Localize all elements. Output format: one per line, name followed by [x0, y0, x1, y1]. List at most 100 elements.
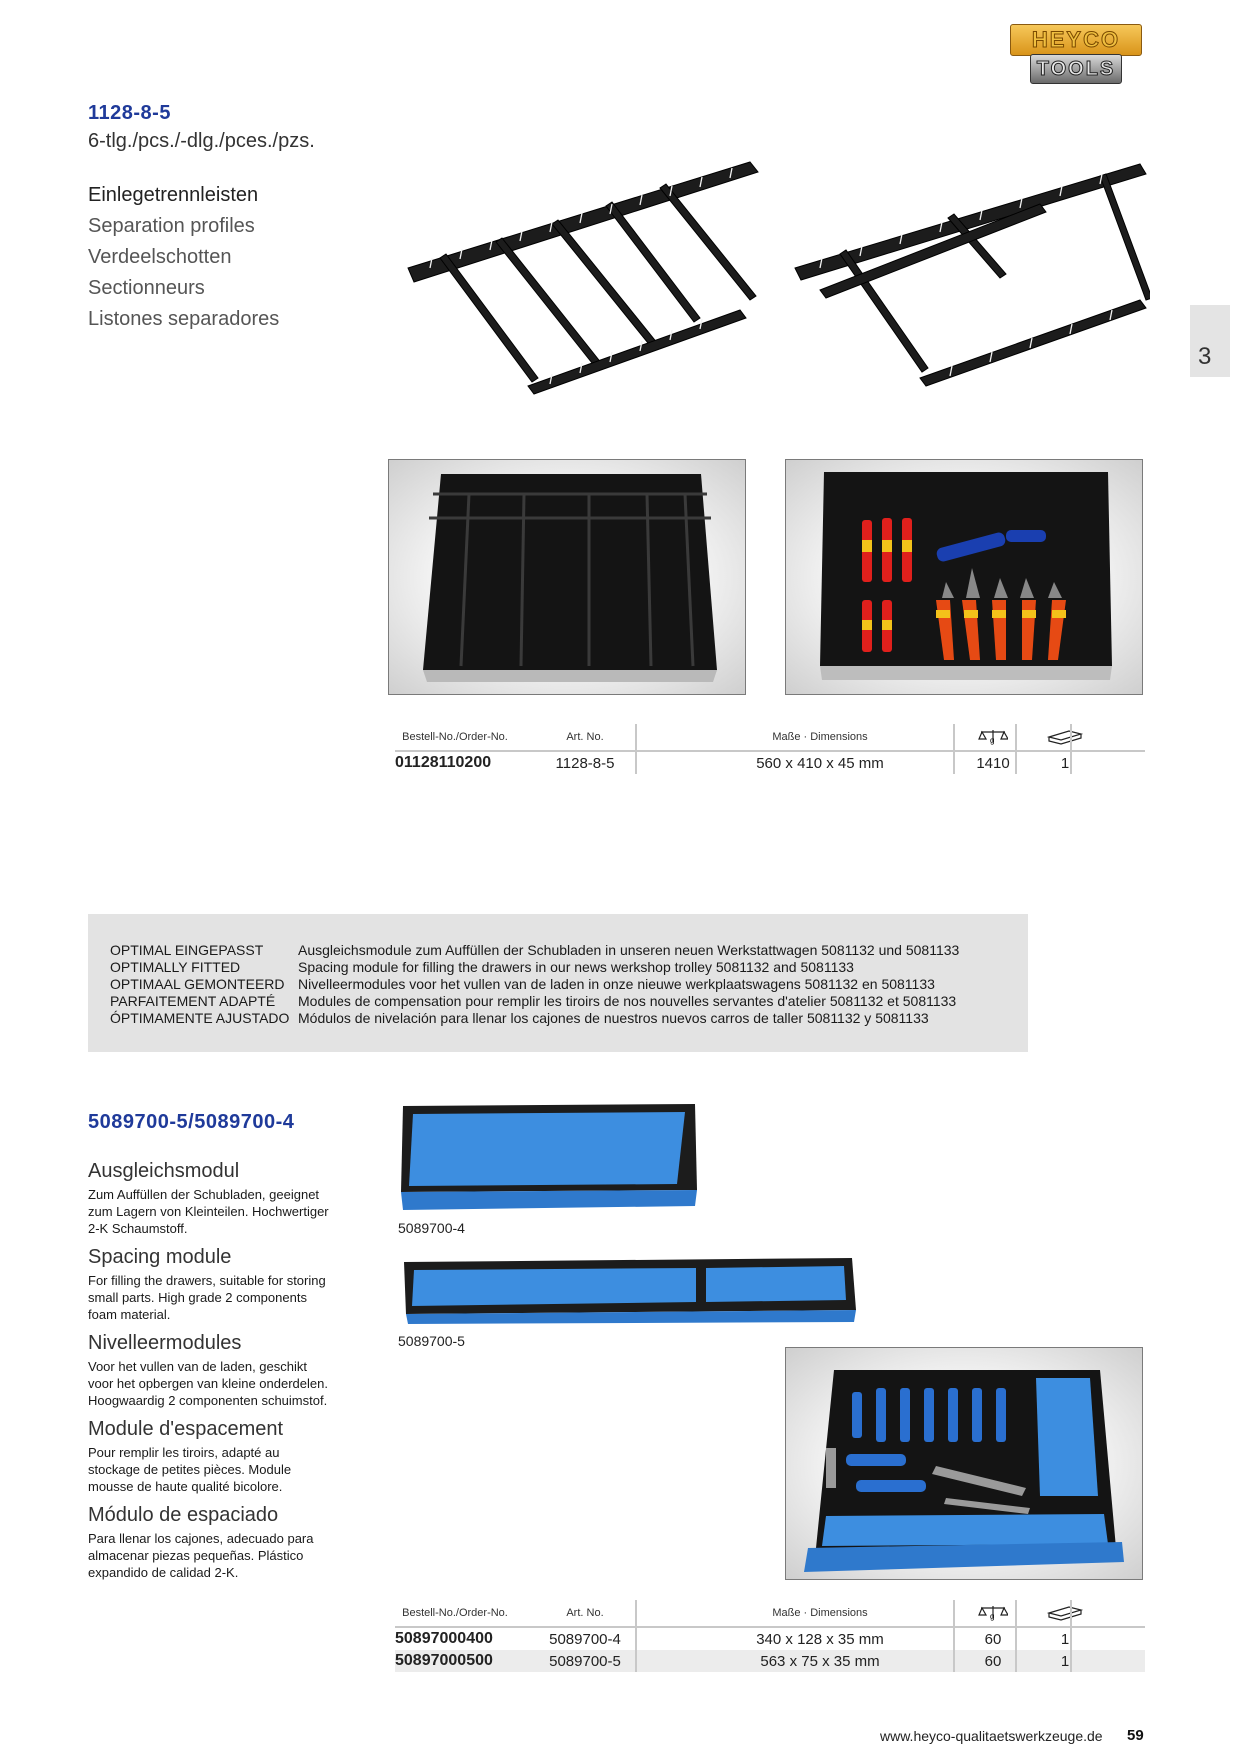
- section-line: almacenar piezas pequeñas. Plástico: [88, 1548, 304, 1563]
- product1-number: 1128-8-5: [88, 102, 171, 124]
- svg-text:g: g: [990, 736, 994, 745]
- dimensions: 560 x 410 x 45 mm: [756, 754, 884, 772]
- drawer-foam-illustration: [804, 1370, 1124, 1572]
- weight: 60: [984, 1630, 1002, 1648]
- brand-top-text: HEYCO: [1031, 27, 1121, 53]
- info-label-es: ÓPTIMAMENTE AJUSTADO: [110, 1010, 290, 1026]
- product1-name-es: Listones separadores: [88, 308, 280, 330]
- section-line: expandido de calidad 2-K.: [88, 1565, 239, 1580]
- col-dimensions: Maße · Dimensions: [772, 1607, 868, 1619]
- chapter-tab: 3: [1190, 305, 1230, 377]
- spec-table-2: Bestell-No./Order-No. Art. No. Maße · Di…: [395, 1600, 1145, 1672]
- caption-short-module: 5089700-4: [398, 1220, 465, 1236]
- brand-logo-top: HEYCO: [1010, 24, 1142, 56]
- drawer-foam-photo: [785, 1347, 1143, 1580]
- order-number: 01128110200: [395, 754, 492, 771]
- art-number: 5089700-4: [549, 1630, 621, 1648]
- weight: 1410: [976, 754, 1010, 772]
- package-icon: [1035, 724, 1095, 750]
- package-icon: [1035, 1600, 1095, 1626]
- footer-url[interactable]: www.heyco-qualitaetswerkzeuge.de: [880, 1728, 1103, 1744]
- weight-g-icon: g: [953, 724, 1033, 750]
- quantity: 1: [1060, 754, 1070, 772]
- section-body-en: For filling the drawers, suitable for st…: [88, 1272, 358, 1323]
- module-short-image: [401, 1104, 697, 1210]
- section-title-en: Spacing module: [88, 1246, 232, 1268]
- info-label-nl: OPTIMAAL GEMONTEERD: [110, 976, 285, 992]
- section-title-de: Ausgleichsmodul: [88, 1160, 240, 1182]
- drawer-tools-illustration: [820, 472, 1112, 680]
- order-number: 50897000500: [395, 1652, 493, 1669]
- info-label-fr: PARFAITEMENT ADAPTÉ: [110, 993, 276, 1009]
- info-text-en: Spacing module for filling the drawers i…: [298, 959, 854, 975]
- info-text-nl: Nivelleermodules voor het vullen van de …: [298, 976, 935, 992]
- dimensions: 340 x 128 x 35 mm: [756, 1630, 884, 1648]
- package-svg: [1047, 1606, 1083, 1621]
- section-line: Zum Auffüllen der Schubladen, geeignet: [88, 1187, 320, 1202]
- section-body-nl: Voor het vullen van de laden, geschikt v…: [88, 1358, 358, 1409]
- quantity: 1: [1060, 1630, 1070, 1648]
- info-text-de: Ausgleichsmodule zum Auffüllen der Schub…: [298, 942, 960, 958]
- caption-long-module: 5089700-5: [398, 1333, 465, 1349]
- col-art-no: Art. No.: [566, 1607, 604, 1619]
- quantity: 1: [1060, 1652, 1070, 1670]
- brand-logo: HEYCO TOOLS: [1010, 24, 1142, 90]
- section-line: stockage de petites pièces. Module: [88, 1462, 292, 1477]
- table-row: 50897000500 5089700-5 563 x 75 x 35 mm 6…: [395, 1650, 1145, 1672]
- section-line: Pour remplir les tiroirs, adapté au: [88, 1445, 280, 1460]
- product1-names: Einlegetrennleisten Separation profiles …: [88, 180, 388, 335]
- section-body-es: Para llenar los cajones, adecuado para a…: [88, 1530, 358, 1581]
- info-box: OPTIMAL EINGEPASST OPTIMALLY FITTED OPTI…: [88, 914, 1028, 1052]
- spec-table-1-header: Bestell-No./Order-No. Art. No. Maße · Di…: [395, 724, 1145, 752]
- product1-name-nl: Verdeelschotten: [88, 246, 232, 268]
- section-line: For filling the drawers, suitable for st…: [88, 1273, 326, 1288]
- table-row: 50897000400 5089700-4 340 x 128 x 35 mm …: [395, 1628, 1145, 1650]
- weight: 60: [984, 1652, 1002, 1670]
- col-order-no: Bestell-No./Order-No.: [402, 731, 508, 743]
- section-line: Para llenar los cajones, adecuado para: [88, 1531, 314, 1546]
- package-svg: [1047, 730, 1083, 745]
- brand-bottom-text: TOOLS: [1036, 58, 1116, 81]
- product1-name-en: Separation profiles: [88, 215, 255, 237]
- weight-g-icon: g: [953, 1600, 1033, 1626]
- info-label-en: OPTIMALLY FITTED: [110, 959, 241, 975]
- section-line: zum Lagern von Kleinteilen. Hochwertiger: [88, 1204, 329, 1219]
- info-text-es: Módulos de nivelación para llenar los ca…: [298, 1010, 929, 1026]
- art-number: 1128-8-5: [555, 754, 615, 772]
- module-long-image: [404, 1258, 856, 1324]
- section-title-es: Módulo de espaciado: [88, 1504, 279, 1526]
- drawer-tools-photo: [785, 459, 1143, 695]
- section-body-fr: Pour remplir les tiroirs, adapté au stoc…: [88, 1444, 358, 1495]
- info-label-de: OPTIMAL EINGEPASST: [110, 942, 264, 958]
- section-title-nl: Nivelleermodules: [88, 1332, 242, 1354]
- drawer-empty-photo: [388, 459, 746, 695]
- separation-profiles-image: [407, 161, 1150, 395]
- product1-pieces: 6-tlg./pcs./-dlg./pces./pzs.: [88, 130, 315, 152]
- section-line: foam material.: [88, 1307, 171, 1322]
- section-line: mousse de haute qualité bicolore.: [88, 1479, 283, 1494]
- product1-name-de: Einlegetrennleisten: [88, 184, 259, 206]
- drawer-empty-illustration: [423, 474, 717, 682]
- brand-logo-bottom: TOOLS: [1030, 54, 1122, 84]
- section-line: Hoogwaardig 2 componenten schuimstof.: [88, 1393, 328, 1408]
- col-art-no: Art. No.: [566, 731, 604, 743]
- art-number: 5089700-5: [549, 1652, 621, 1670]
- section-title-fr: Module d'espacement: [88, 1418, 284, 1440]
- section-line: Voor het vullen van de laden, geschikt: [88, 1359, 307, 1374]
- section-line: 2-K Schaumstoff.: [88, 1221, 188, 1236]
- page-number: 59: [1127, 1727, 1144, 1744]
- section-line: small parts. High grade 2 components: [88, 1290, 307, 1305]
- dimensions: 563 x 75 x 35 mm: [760, 1652, 880, 1670]
- info-text-fr: Modules de compensation pour remplir les…: [298, 993, 957, 1009]
- svg-text:g: g: [990, 1612, 994, 1621]
- section-body-de: Zum Auffüllen der Schubladen, geeignet z…: [88, 1186, 358, 1237]
- spec-table-2-header: Bestell-No./Order-No. Art. No. Maße · Di…: [395, 1600, 1145, 1628]
- weight-g-svg: g: [978, 730, 1008, 745]
- product1-name-fr: Sectionneurs: [88, 277, 205, 299]
- col-order-no: Bestell-No./Order-No.: [402, 1607, 508, 1619]
- col-dimensions: Maße · Dimensions: [772, 731, 868, 743]
- chapter-number: 3: [1198, 343, 1212, 370]
- order-number: 50897000400: [395, 1630, 493, 1647]
- table-row: 01128110200 1128-8-5 560 x 410 x 45 mm 1…: [395, 752, 1145, 774]
- product2-number: 5089700-5/5089700-4: [88, 1111, 295, 1133]
